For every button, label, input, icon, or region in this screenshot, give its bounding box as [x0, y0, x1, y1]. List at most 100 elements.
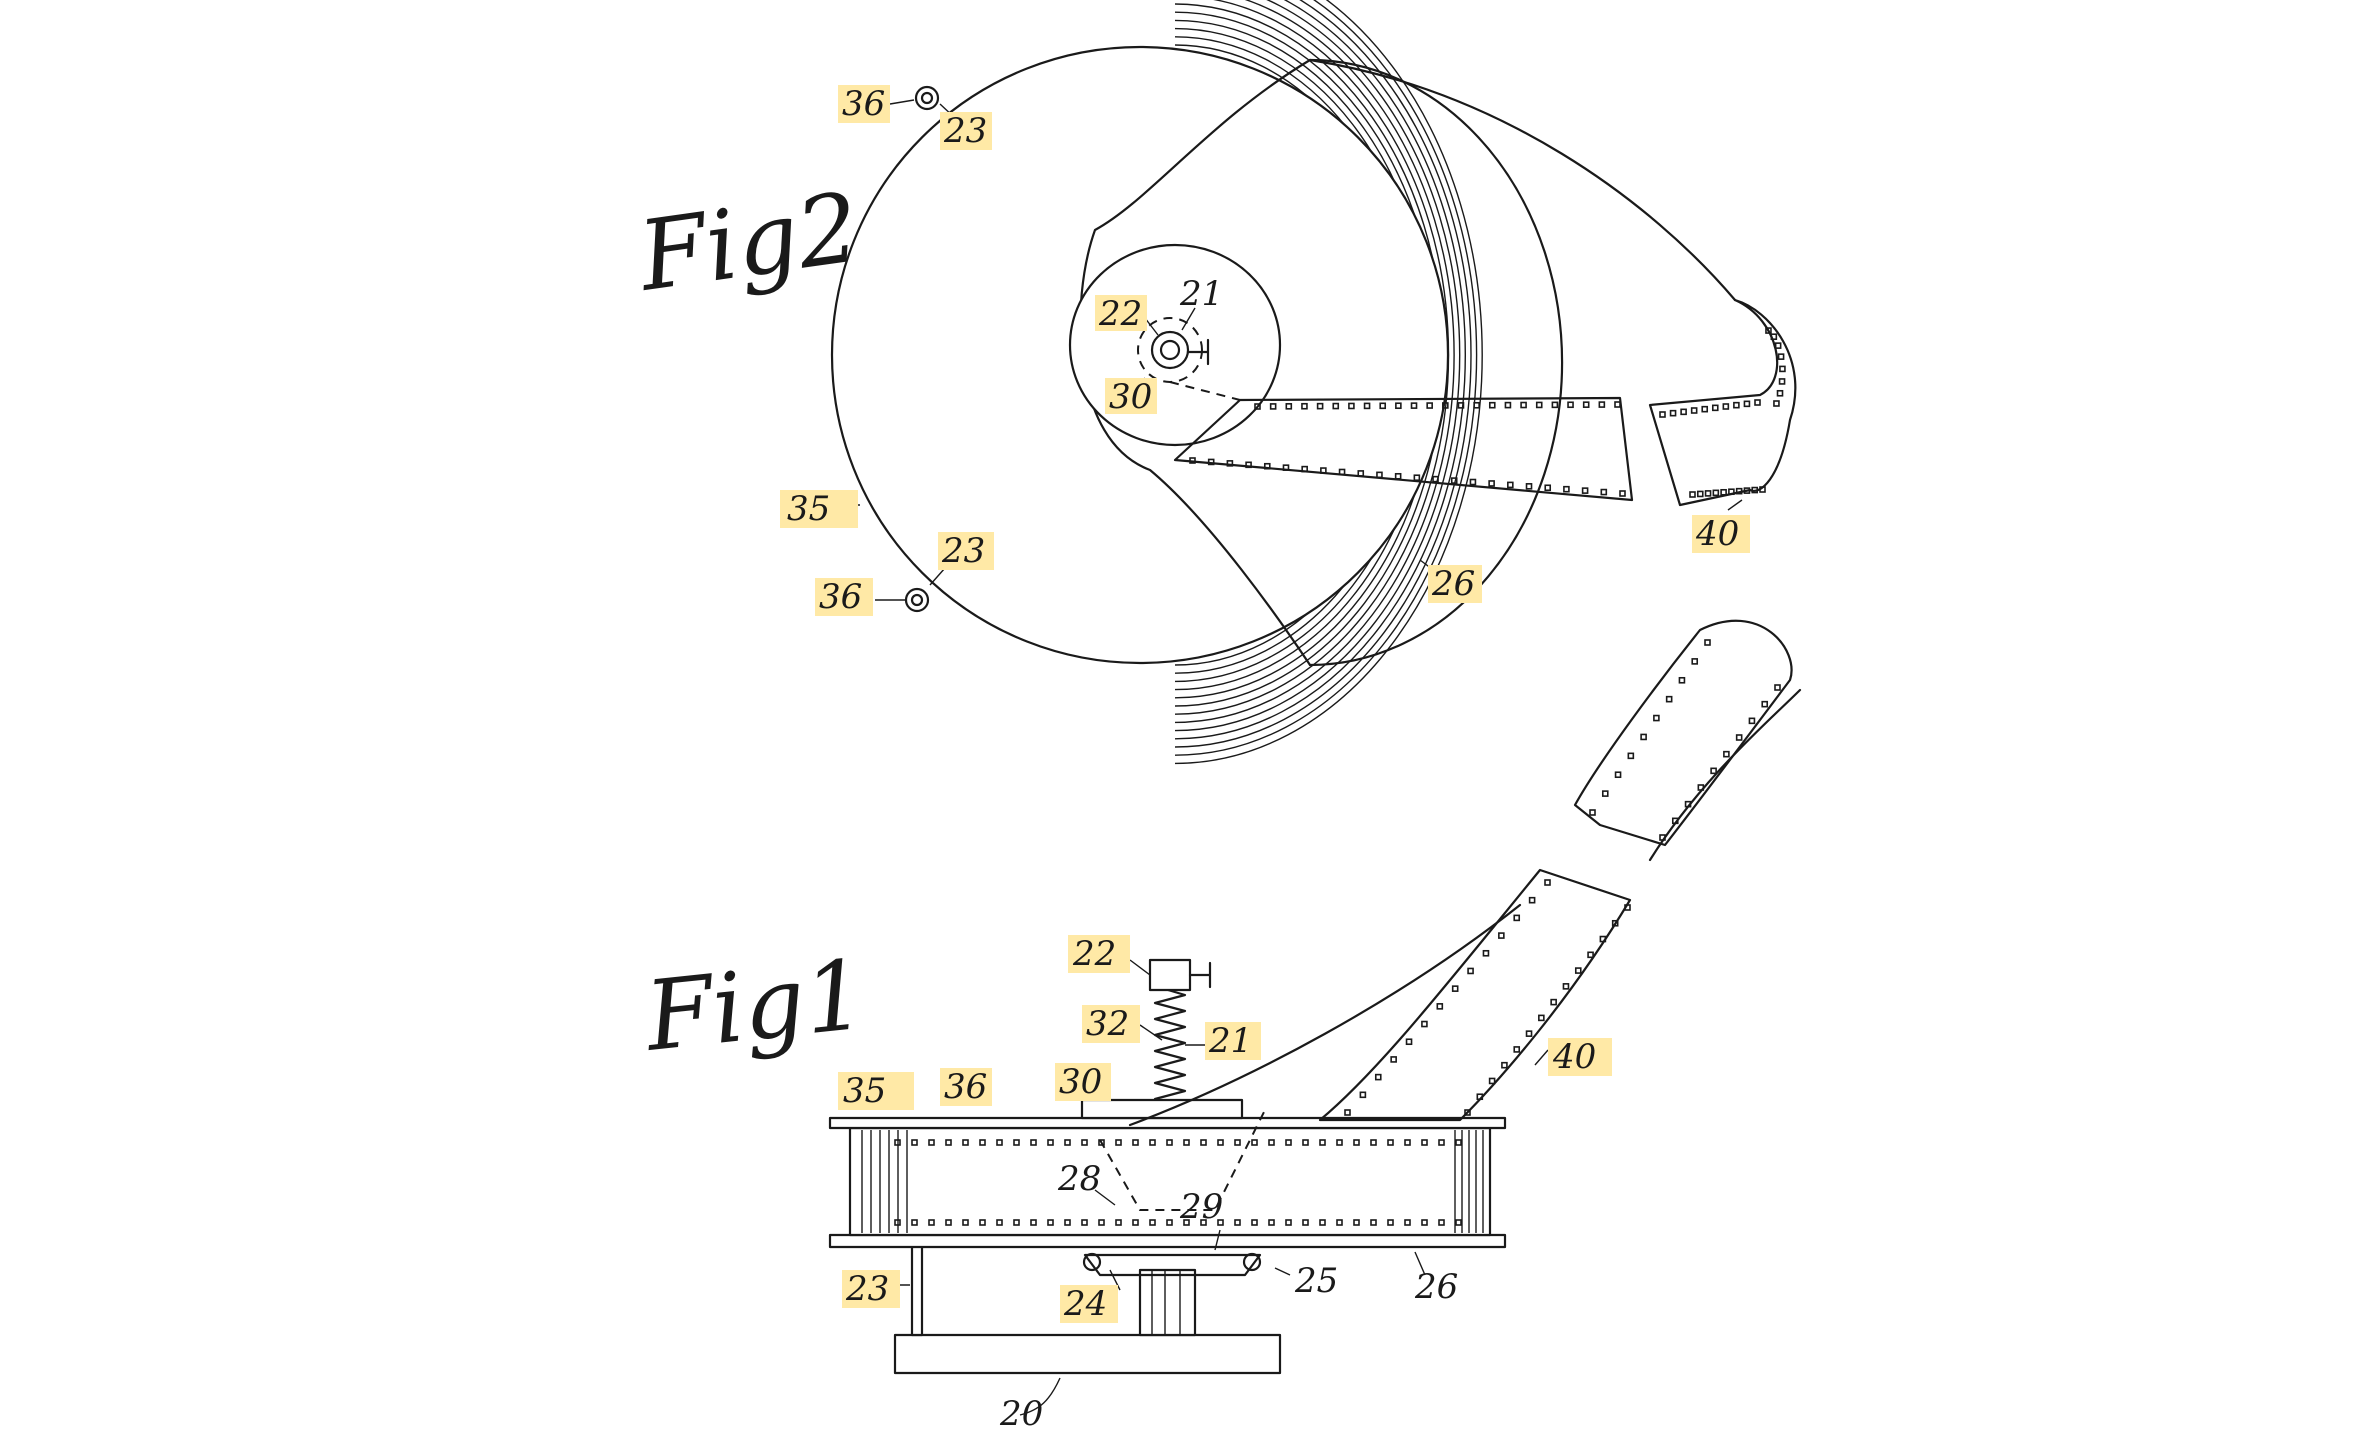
label-bg [1692, 515, 1750, 553]
perforation [1501, 1061, 1508, 1069]
hub-block [1080, 1098, 1244, 1120]
perforation [1030, 1139, 1037, 1146]
perforation [1374, 1073, 1382, 1081]
perforation [1149, 1219, 1156, 1226]
perforation [1457, 402, 1465, 409]
perforation [1438, 1219, 1445, 1226]
spring-coil [1153, 988, 1187, 1101]
label-bg [1068, 935, 1130, 973]
perforation [1733, 401, 1740, 409]
fig1-title: Fig1 [639, 939, 871, 1074]
perforation [1770, 333, 1778, 340]
spindle-core [1159, 339, 1181, 361]
perforation [945, 1219, 952, 1226]
perforation [1332, 402, 1340, 410]
lug-top [914, 85, 940, 111]
thumb-screw [1186, 338, 1210, 366]
film-loop [1648, 298, 1797, 507]
label-40-fig2: 40 [1695, 514, 1739, 554]
label-29: 29 [1179, 1187, 1223, 1227]
perforation [1765, 327, 1772, 334]
perforation [1482, 949, 1490, 957]
perforation [1166, 1219, 1173, 1226]
perforation [1421, 1219, 1428, 1226]
label-36-bottom: 36 [819, 577, 862, 617]
label-bg [1428, 565, 1482, 603]
label-bg [1205, 1022, 1261, 1060]
perforation [1723, 750, 1730, 758]
perforation [945, 1139, 952, 1146]
fig2-title: Fig2 [631, 171, 866, 313]
perforation [1234, 1139, 1241, 1146]
film-upper-edge [1308, 58, 1737, 302]
label-24: 24 [1063, 1284, 1107, 1324]
perforation [1507, 481, 1514, 489]
perforation [1336, 1139, 1343, 1146]
perforation [1183, 1139, 1190, 1146]
perforation [1254, 403, 1261, 410]
label-bg [780, 490, 858, 528]
label-36-top: 36 [842, 84, 885, 124]
perforation [1245, 461, 1252, 469]
perforation [1442, 402, 1449, 409]
perforation [1488, 401, 1496, 409]
perforation [1544, 484, 1552, 492]
bearing-ball-right [1242, 1252, 1262, 1272]
coil-ring [1174, 0, 1483, 765]
perforation [1390, 1056, 1397, 1063]
perforation [1357, 470, 1365, 477]
perforation [1691, 658, 1699, 665]
perforation [1432, 475, 1439, 483]
perforation [1581, 487, 1589, 494]
label-40-fig1: 40 [1552, 1037, 1596, 1077]
perforation [1395, 402, 1402, 410]
reference-numerals: 36 23 22 21 30 35 23 36 26 40 22 32 21 3… [780, 84, 1750, 1434]
perforation [1348, 402, 1355, 410]
label-bg [940, 112, 992, 150]
perforation [1426, 402, 1433, 409]
loop-tail [1648, 688, 1802, 862]
perforation [1774, 342, 1782, 349]
perforation [1064, 1219, 1071, 1226]
perforation [1013, 1139, 1020, 1146]
perforation [1498, 932, 1505, 939]
perforation [1320, 467, 1327, 474]
perforation [1064, 1139, 1071, 1146]
perforation [1488, 1077, 1496, 1085]
label-bg [1082, 1005, 1140, 1043]
perforation [911, 1139, 918, 1146]
perforation [1759, 486, 1766, 493]
perforation [1251, 1139, 1258, 1146]
perforation [1376, 471, 1383, 479]
perforation [1535, 401, 1543, 409]
perforation [1132, 1219, 1139, 1226]
perforation [1751, 486, 1759, 494]
coil-ring [1174, 0, 1461, 732]
perforation [1563, 485, 1570, 493]
perforation [1567, 401, 1574, 409]
label-28: 28 [1057, 1159, 1101, 1199]
perforation [1711, 404, 1719, 412]
perforation [1363, 402, 1371, 410]
perforation [1710, 767, 1717, 775]
perforation [1370, 1219, 1377, 1226]
base-leader [1019, 1377, 1061, 1416]
perforation [1779, 365, 1786, 373]
perforation [1319, 1219, 1326, 1226]
fig2: Fig2 [631, 0, 1797, 765]
perforation [1336, 1219, 1343, 1226]
label-bg [1548, 1038, 1612, 1076]
perforation [1217, 1139, 1224, 1146]
label-32: 32 [1086, 1004, 1129, 1044]
screw-thumb [1188, 961, 1212, 989]
film-strip [1173, 396, 1634, 502]
film-ribbon-fig1 [1128, 619, 1802, 1127]
hub [1068, 243, 1282, 447]
perforation [1359, 1091, 1367, 1099]
perforation [1285, 403, 1293, 410]
perforation [979, 1139, 986, 1146]
perforation [1525, 483, 1533, 490]
spindle [1150, 330, 1190, 370]
label-26-fig2: 26 [1431, 564, 1475, 604]
